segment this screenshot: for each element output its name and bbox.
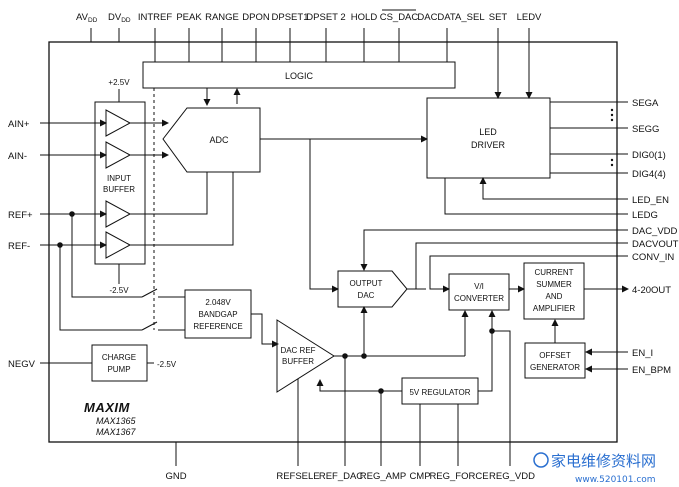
pin-refsele: REFSELE — [276, 471, 319, 482]
offset-generator-block — [524, 342, 586, 379]
led-driver-block — [426, 97, 551, 179]
vi-converter-label-2: CONVERTER — [454, 294, 504, 303]
pin-dac-vdd: DAC_VDD — [632, 226, 678, 237]
pin-dig0: DIG0(1) — [632, 150, 666, 161]
output-dac-label-1: OUTPUT — [350, 279, 383, 288]
input-buffer-box — [94, 101, 146, 265]
pin-reg-force: REG_FORCE — [429, 471, 488, 482]
pin-dvdd: DVDD — [108, 12, 131, 24]
logic-block — [142, 61, 456, 89]
bandgap-label-1: 2.048V — [205, 298, 231, 307]
dac-ref-buffer-label-1: DAC REF — [280, 346, 315, 355]
pin-set: SET — [489, 12, 508, 23]
pin-ledg: LEDG — [632, 210, 658, 221]
charge-pump-label-2: PUMP — [107, 365, 130, 374]
rail-pos-label: +2.5V — [108, 78, 130, 87]
offset-generator-label-1: OFFSET — [539, 351, 571, 360]
charge-pump-label-1: CHARGE — [102, 353, 136, 362]
adc-label: ADC — [209, 135, 229, 145]
input-buffer-label-1: INPUT — [107, 174, 131, 183]
pin-sega: SEGA — [632, 98, 659, 109]
pin-reg-vdd: REG_VDD — [489, 471, 535, 482]
pin-dpset2: DPSET 2 — [306, 12, 345, 23]
dac-ref-buffer-label-2: BUFFER — [282, 357, 314, 366]
vi-converter-label-1: V/I — [474, 282, 484, 291]
pin-negv: NEGV — [8, 359, 36, 370]
pin-cmp: CMP — [409, 471, 430, 482]
maxim-logo: MAXIM — [84, 400, 131, 415]
watermark-logo-icon — [533, 452, 549, 468]
pin-conv-in: CONV_IN — [632, 252, 674, 263]
charge-pump-block — [91, 344, 148, 382]
pin-gnd: GND — [165, 471, 186, 482]
pin-dacvout: DACVOUT — [632, 239, 679, 250]
pin-dpset1: DPSET1 — [272, 12, 309, 23]
offset-generator-label-2: GENERATOR — [530, 363, 580, 372]
part-number-1: MAX1365 — [96, 416, 137, 426]
led-driver-label-1: LED — [479, 127, 497, 137]
pin-cs-dac: CS_DAC — [380, 12, 419, 23]
pin-dacdata-sel: DACDATA_SEL — [417, 12, 484, 23]
pin-en-bpm: EN_BPM — [632, 365, 671, 376]
current-summer-label-4: AMPLIFIER — [533, 304, 575, 313]
chip-outline — [48, 41, 618, 443]
watermark: 家电维修资料网 www.520101.com — [533, 452, 656, 485]
pin-dpon: DPON — [242, 12, 270, 23]
regulator-label: 5V REGULATOR — [409, 388, 470, 397]
pin-ain-neg: AIN- — [8, 151, 27, 162]
output-dac-label-2: DAC — [358, 291, 375, 300]
watermark-text: 家电维修资料网 — [551, 452, 656, 470]
current-summer-label-2: SUMMER — [536, 280, 572, 289]
pin-ain-pos: AIN+ — [8, 119, 30, 130]
part-number-2: MAX1367 — [96, 427, 137, 437]
watermark-url: www.520101.com — [575, 475, 656, 485]
pin-ref-pos: REF+ — [8, 210, 33, 221]
pin-avdd: AVDD — [76, 12, 98, 24]
pin-ref-neg: REF- — [8, 241, 30, 252]
pin-dig4: DIG4(4) — [632, 169, 666, 180]
pin-segg: SEGG — [632, 124, 659, 135]
rail-neg-label: -2.5V — [109, 286, 129, 295]
pin-en-i: EN_I — [632, 348, 653, 359]
pump-out-label: -2.5V — [157, 360, 177, 369]
pin-led-en: LED_EN — [632, 195, 669, 206]
bandgap-label-3: REFERENCE — [193, 322, 242, 331]
pin-intref: INTREF — [138, 12, 173, 23]
input-buffer-label-2: BUFFER — [103, 185, 135, 194]
current-summer-label-3: AND — [546, 292, 563, 301]
pin-hold: HOLD — [351, 12, 378, 23]
pin-4-20out: 4-20OUT — [632, 285, 671, 296]
dac-ref-buffer-block — [276, 319, 335, 393]
pin-peak: PEAK — [176, 12, 202, 23]
output-dac-block — [337, 270, 408, 308]
current-summer-label-1: CURRENT — [534, 268, 573, 277]
pin-reg-amp: REG_AMP — [360, 471, 406, 482]
bandgap-label-2: BANDGAP — [198, 310, 237, 319]
pin-range: RANGE — [205, 12, 239, 23]
logic-label: LOGIC — [285, 71, 314, 81]
vi-converter-block — [448, 273, 510, 311]
pin-ref-dac: REF_DAC — [319, 471, 363, 482]
pin-ledv: LEDV — [517, 12, 542, 23]
led-driver-label-2: DRIVER — [471, 140, 506, 150]
adc-block — [162, 107, 261, 173]
